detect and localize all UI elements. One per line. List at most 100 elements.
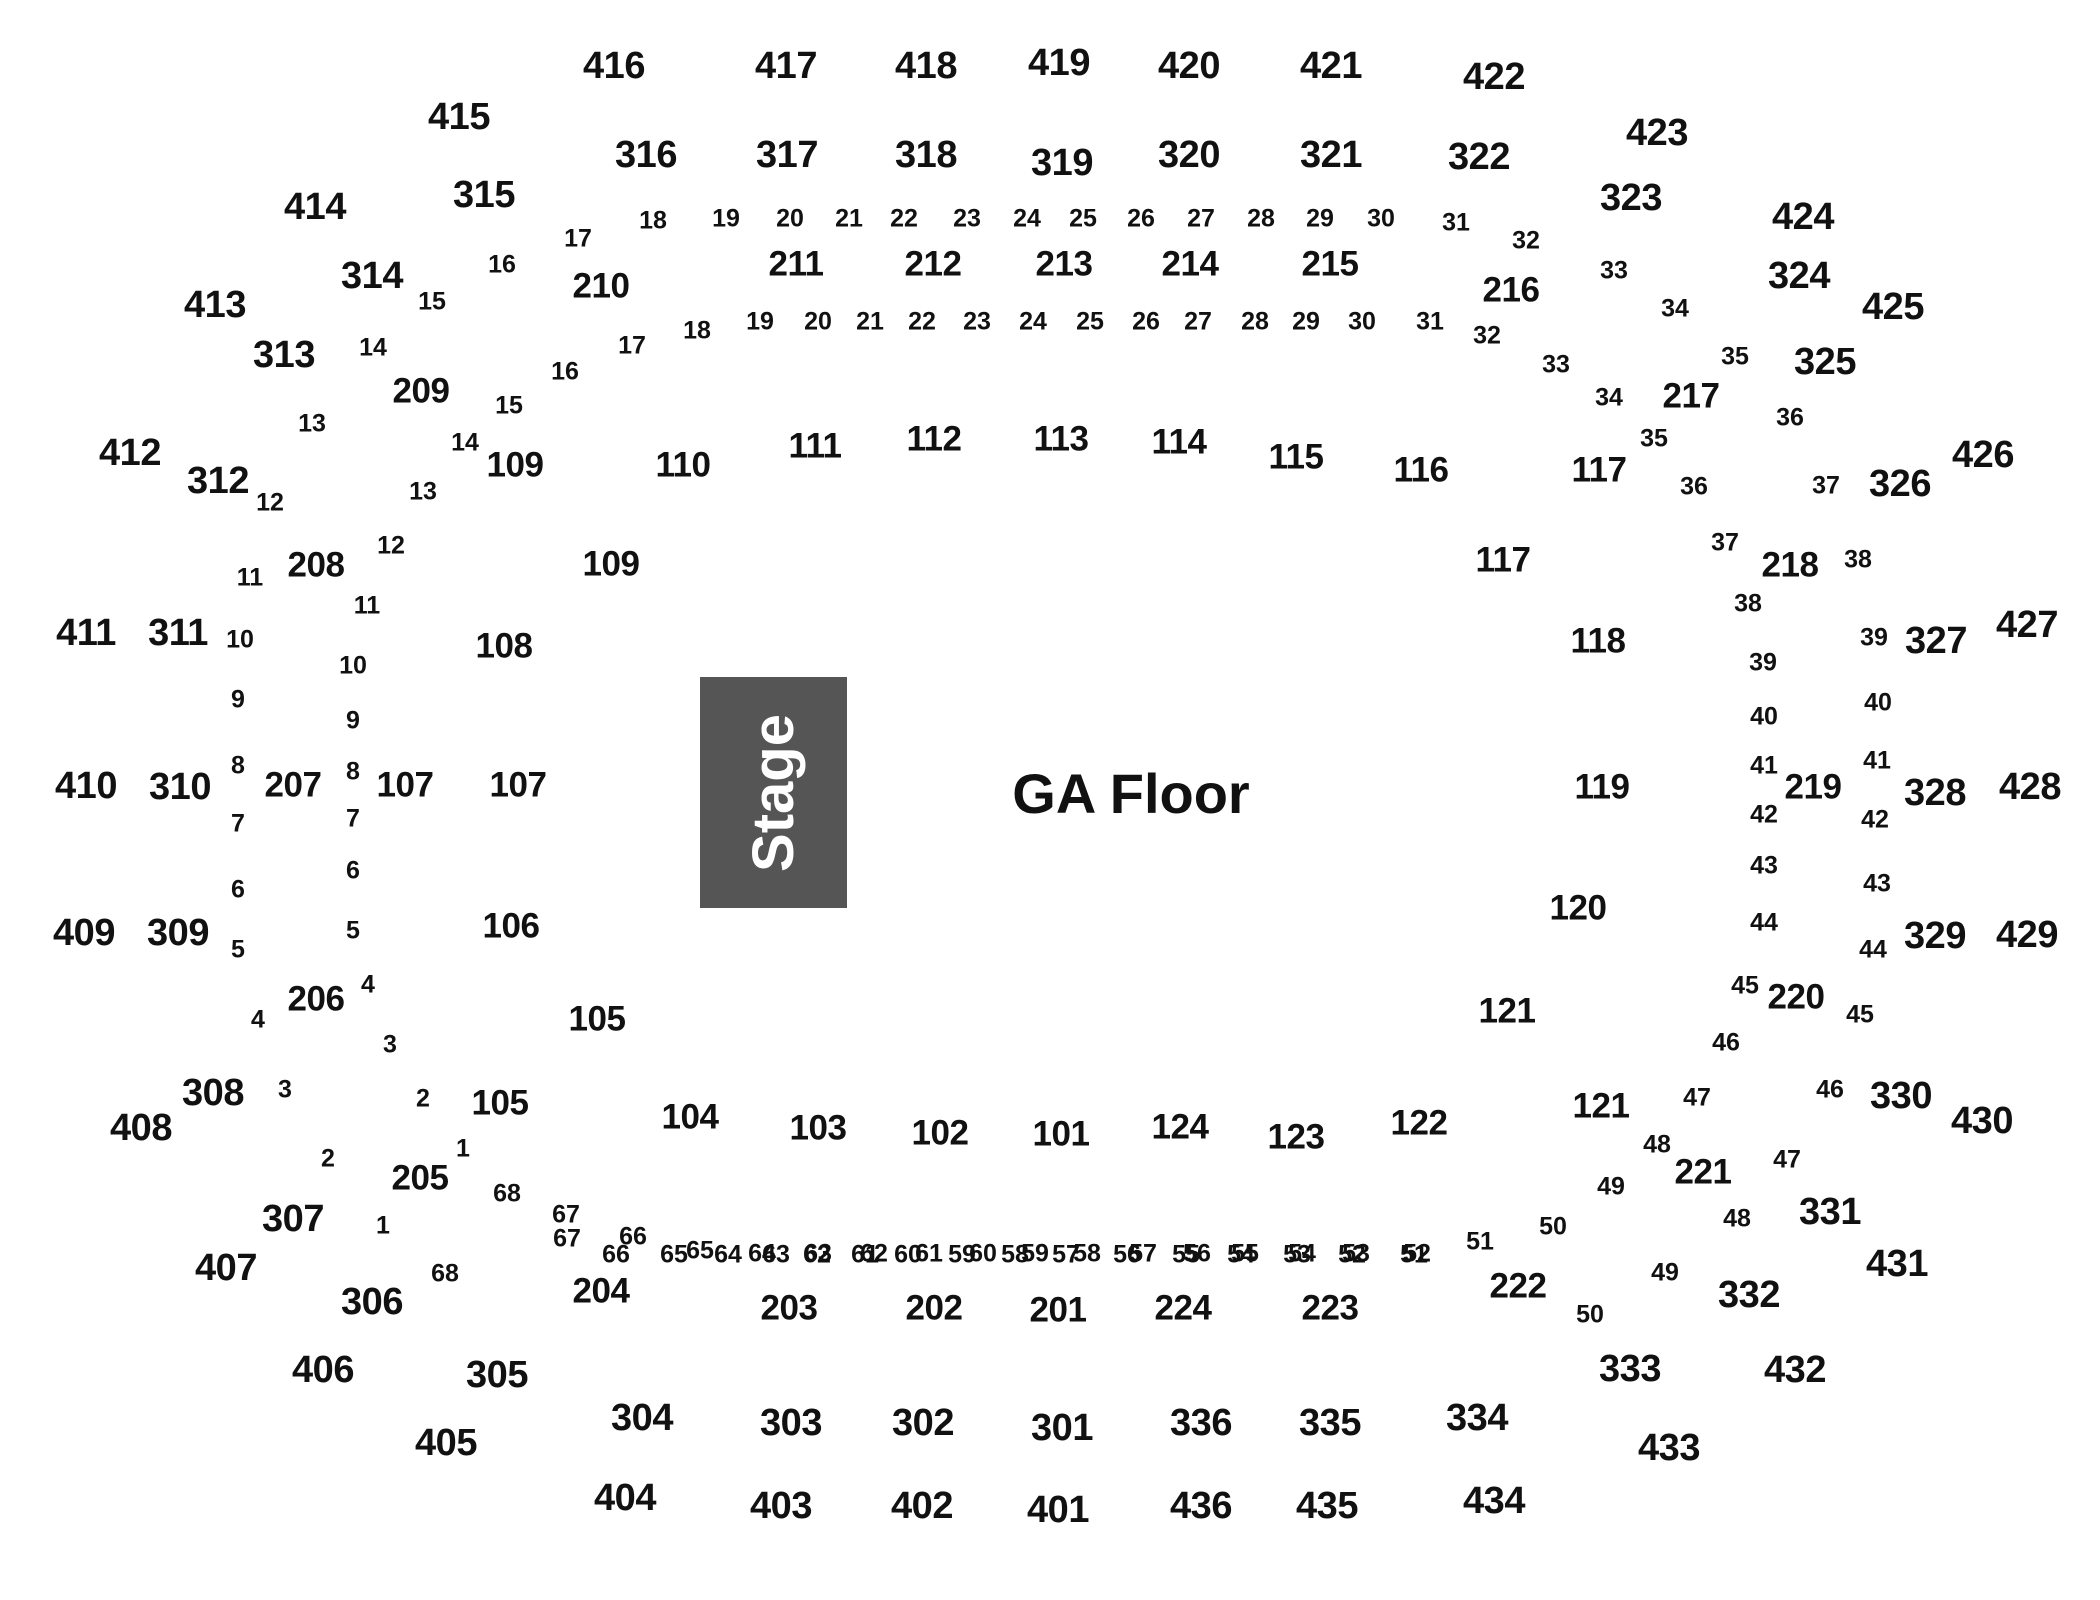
section-210[interactable]: 210 <box>572 266 630 306</box>
section-124[interactable]: 124 <box>1151 1107 1209 1147</box>
section-314[interactable]: 314 <box>341 255 403 297</box>
section-417[interactable]: 417 <box>755 45 817 87</box>
section-218[interactable]: 218 <box>1761 545 1819 585</box>
section-436[interactable]: 436 <box>1170 1485 1232 1527</box>
section-102[interactable]: 102 <box>911 1113 969 1153</box>
section-321[interactable]: 321 <box>1300 134 1362 176</box>
section-319[interactable]: 319 <box>1031 142 1093 184</box>
section-105[interactable]: 105 <box>568 999 626 1039</box>
section-316[interactable]: 316 <box>615 134 677 176</box>
section-209[interactable]: 209 <box>392 371 450 411</box>
section-434[interactable]: 434 <box>1463 1480 1525 1522</box>
section-303[interactable]: 303 <box>760 1402 822 1444</box>
section-217[interactable]: 217 <box>1662 376 1720 416</box>
section-416[interactable]: 416 <box>583 45 645 87</box>
section-318[interactable]: 318 <box>895 134 957 176</box>
section-106[interactable]: 106 <box>482 906 540 946</box>
section-325[interactable]: 325 <box>1794 341 1856 383</box>
section-116[interactable]: 116 <box>1393 450 1449 490</box>
section-213[interactable]: 213 <box>1035 244 1093 284</box>
section-306[interactable]: 306 <box>341 1281 403 1323</box>
section-301[interactable]: 301 <box>1031 1407 1093 1449</box>
section-108[interactable]: 108 <box>475 626 533 666</box>
section-203[interactable]: 203 <box>760 1288 818 1328</box>
section-308[interactable]: 308 <box>182 1072 244 1114</box>
section-422[interactable]: 422 <box>1463 56 1525 98</box>
section-317[interactable]: 317 <box>756 134 818 176</box>
stage-block[interactable]: Stage <box>700 677 847 908</box>
section-326[interactable]: 326 <box>1869 463 1931 505</box>
section-433[interactable]: 433 <box>1638 1427 1700 1469</box>
section-432[interactable]: 432 <box>1764 1349 1826 1391</box>
section-208[interactable]: 208 <box>287 545 345 585</box>
section-320[interactable]: 320 <box>1158 134 1220 176</box>
section-224[interactable]: 224 <box>1154 1288 1212 1328</box>
section-123[interactable]: 123 <box>1267 1117 1325 1157</box>
section-220[interactable]: 220 <box>1767 977 1825 1017</box>
section-212[interactable]: 212 <box>904 244 962 284</box>
section-107[interactable]: 107 <box>489 765 547 805</box>
section-414[interactable]: 414 <box>284 186 346 228</box>
section-103[interactable]: 103 <box>789 1108 847 1148</box>
section-335[interactable]: 335 <box>1299 1402 1361 1444</box>
section-206[interactable]: 206 <box>287 979 345 1019</box>
section-406[interactable]: 406 <box>292 1349 354 1391</box>
section-333[interactable]: 333 <box>1599 1348 1661 1390</box>
section-211[interactable]: 211 <box>768 244 824 284</box>
section-425[interactable]: 425 <box>1862 286 1924 328</box>
section-334[interactable]: 334 <box>1446 1397 1508 1439</box>
section-115[interactable]: 115 <box>1268 437 1324 477</box>
section-216[interactable]: 216 <box>1482 270 1540 310</box>
section-336[interactable]: 336 <box>1170 1402 1232 1444</box>
section-431[interactable]: 431 <box>1866 1243 1928 1285</box>
section-408[interactable]: 408 <box>110 1107 172 1149</box>
section-420[interactable]: 420 <box>1158 45 1220 87</box>
section-330[interactable]: 330 <box>1870 1075 1932 1117</box>
section-331[interactable]: 331 <box>1799 1191 1861 1233</box>
section-413[interactable]: 413 <box>184 284 246 326</box>
section-107[interactable]: 107 <box>376 765 434 805</box>
section-411[interactable]: 411 <box>56 612 116 654</box>
section-332[interactable]: 332 <box>1718 1274 1780 1316</box>
section-310[interactable]: 310 <box>149 766 211 808</box>
section-419[interactable]: 419 <box>1028 42 1090 84</box>
section-312[interactable]: 312 <box>187 460 249 502</box>
section-428[interactable]: 428 <box>1999 766 2061 808</box>
section-113[interactable]: 113 <box>1033 419 1089 459</box>
section-202[interactable]: 202 <box>905 1288 963 1328</box>
section-215[interactable]: 215 <box>1301 244 1359 284</box>
section-324[interactable]: 324 <box>1768 255 1830 297</box>
section-327[interactable]: 327 <box>1905 620 1967 662</box>
section-204[interactable]: 204 <box>572 1271 630 1311</box>
section-110[interactable]: 110 <box>655 445 711 485</box>
section-223[interactable]: 223 <box>1301 1288 1359 1328</box>
section-117[interactable]: 117 <box>1571 450 1627 490</box>
section-214[interactable]: 214 <box>1161 244 1219 284</box>
section-307[interactable]: 307 <box>262 1198 324 1240</box>
section-424[interactable]: 424 <box>1772 196 1834 238</box>
section-421[interactable]: 421 <box>1300 45 1362 87</box>
section-304[interactable]: 304 <box>611 1397 673 1439</box>
section-410[interactable]: 410 <box>55 765 117 807</box>
section-105[interactable]: 105 <box>471 1083 529 1123</box>
section-323[interactable]: 323 <box>1600 177 1662 219</box>
section-118[interactable]: 118 <box>1570 621 1626 661</box>
section-401[interactable]: 401 <box>1027 1489 1089 1531</box>
section-121[interactable]: 121 <box>1572 1086 1630 1126</box>
section-112[interactable]: 112 <box>906 419 962 459</box>
section-120[interactable]: 120 <box>1549 888 1607 928</box>
section-426[interactable]: 426 <box>1952 434 2014 476</box>
section-412[interactable]: 412 <box>99 432 161 474</box>
section-402[interactable]: 402 <box>891 1485 953 1527</box>
section-405[interactable]: 405 <box>415 1422 477 1464</box>
section-407[interactable]: 407 <box>195 1247 257 1289</box>
section-427[interactable]: 427 <box>1996 604 2058 646</box>
section-109[interactable]: 109 <box>582 544 640 584</box>
section-430[interactable]: 430 <box>1951 1100 2013 1142</box>
section-121[interactable]: 121 <box>1478 991 1536 1031</box>
section-201[interactable]: 201 <box>1029 1290 1087 1330</box>
section-423[interactable]: 423 <box>1626 112 1688 154</box>
section-322[interactable]: 322 <box>1448 136 1510 178</box>
section-429[interactable]: 429 <box>1996 914 2058 956</box>
section-205[interactable]: 205 <box>391 1158 449 1198</box>
